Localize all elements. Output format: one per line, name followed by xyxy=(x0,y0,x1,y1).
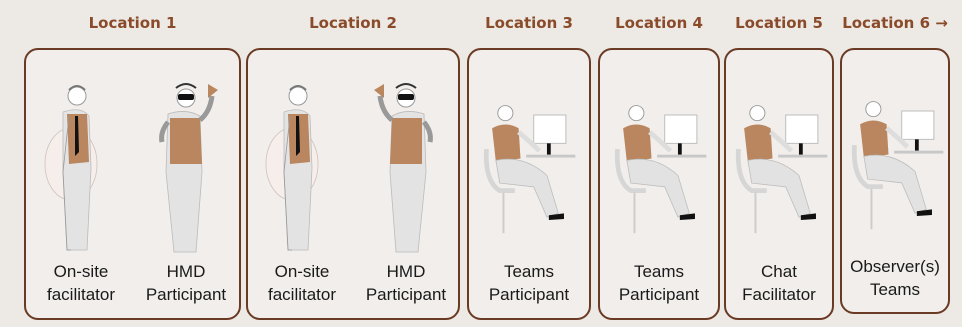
seated-computer-person-icon xyxy=(608,92,712,242)
hmd-person-icon xyxy=(366,72,446,262)
location-5-person-line1: Chat xyxy=(761,262,797,281)
standing-person-icon xyxy=(41,72,121,262)
location-1-person-2-line2: Participant xyxy=(145,285,227,304)
seated-computer-person-icon xyxy=(845,88,949,238)
location-4-person-line1: Teams xyxy=(633,262,685,281)
location-5-box: Chat Facilitator xyxy=(724,48,834,320)
location-5-person-line2: Facilitator xyxy=(742,285,816,304)
location-2-title: Location 2 xyxy=(309,14,397,32)
location-4-title: Location 4 xyxy=(615,14,703,32)
standing-person-icon xyxy=(262,72,342,262)
seated-computer-person-icon xyxy=(729,92,833,242)
location-4-person-line2: Participant xyxy=(618,285,700,304)
location-6-box: Observer(s) Teams xyxy=(840,48,950,314)
location-1-box: On-site facilitator HMD Participant xyxy=(24,48,241,320)
location-3-title: Location 3 xyxy=(485,14,573,32)
location-6-person-line1: Observer(s) xyxy=(850,257,940,276)
hmd-person-icon xyxy=(146,72,226,262)
location-2-person-1: On-site facilitator xyxy=(250,50,354,318)
location-1-person-2-line1: HMD xyxy=(166,262,206,281)
location-5-title: Location 5 xyxy=(735,14,823,32)
location-6-person-line2: Teams xyxy=(869,280,921,299)
location-3-person-line1: Teams xyxy=(503,262,555,281)
location-2-person-1-line2: facilitator xyxy=(267,285,337,304)
location-1-title: Location 1 xyxy=(88,14,177,32)
seated-computer-person-icon xyxy=(477,92,581,242)
location-4-box: Teams Participant xyxy=(598,48,720,320)
location-2-person-1-line1: On-site xyxy=(274,262,330,281)
location-3-person-line2: Participant xyxy=(488,285,570,304)
location-1-person-1-line1: On-site xyxy=(53,262,109,281)
location-2-person-2: HMD Participant xyxy=(354,50,458,318)
location-3-box: Teams Participant xyxy=(467,48,591,320)
location-2-box: On-site facilitator HMD Participant xyxy=(246,48,460,320)
location-6-title: Location 6 → xyxy=(842,14,948,32)
location-2-person-2-line1: HMD xyxy=(386,262,426,281)
location-1-person-1: On-site facilitator xyxy=(28,50,134,318)
location-1-person-1-line2: facilitator xyxy=(46,285,116,304)
location-2-person-2-line2: Participant xyxy=(365,285,447,304)
location-1-person-2: HMD Participant xyxy=(134,50,238,318)
